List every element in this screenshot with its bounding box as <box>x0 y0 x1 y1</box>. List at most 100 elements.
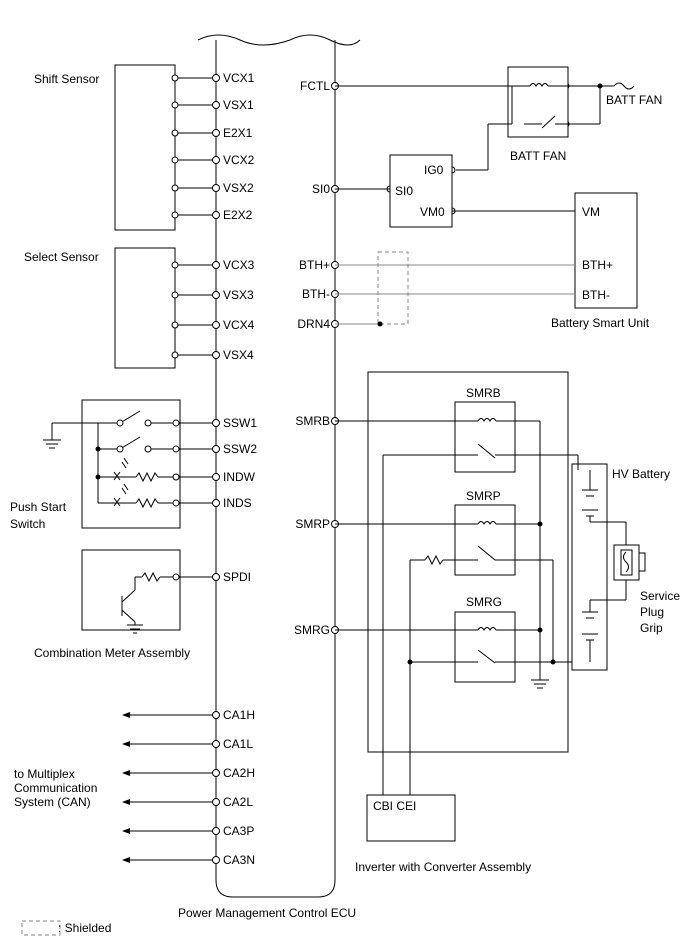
smrg-label: SMRG <box>466 595 502 609</box>
inverter-cbi-cei-box <box>366 794 456 842</box>
terminal-ca2h-pin <box>212 769 220 777</box>
fan-module-pin-ig0: IG0 <box>424 163 444 177</box>
ecu-name: Power Management Control ECU <box>178 906 356 920</box>
terminal-vcx4-label: VCX4 <box>223 318 255 332</box>
push-start-internal-wiring <box>52 410 216 509</box>
terminal-inds-pin <box>212 499 220 507</box>
terminal-smrg-label: SMRG <box>294 623 330 637</box>
shielded-legend-label: : Shielded <box>58 921 111 935</box>
shift-sensor-box <box>114 64 176 231</box>
terminal-ca3p-pin <box>212 827 220 835</box>
connector-pin <box>171 74 179 82</box>
terminal-fctl-label: FCTL <box>300 79 330 93</box>
terminal-vcx4-pin <box>212 321 220 329</box>
combination-meter-wiring <box>121 571 216 634</box>
terminal-ca1h-pin <box>212 711 220 719</box>
connector-pin <box>171 351 179 359</box>
terminal-ssw1-label: SSW1 <box>223 416 257 430</box>
can-arrows <box>122 712 130 863</box>
terminal-vsx4-label: VSX4 <box>223 348 254 362</box>
terminal-ca3n-pin <box>212 856 220 864</box>
connector-pin <box>116 445 124 453</box>
terminal-ca3n-label: CA3N <box>223 853 255 867</box>
terminal-vcx2-label: VCX2 <box>223 153 255 167</box>
terminal-vsx1-label: VSX1 <box>223 98 254 112</box>
terminal-vsx2-pin <box>212 184 220 192</box>
terminal-vsx3-label: VSX3 <box>223 288 254 302</box>
terminal-vsx3-pin <box>212 291 220 299</box>
terminal-ca2l-label: CA2L <box>223 795 253 809</box>
connector-pin <box>171 101 179 109</box>
service-plug-label-1: Service <box>640 589 680 603</box>
ecu-left-terminals: VCX1VSX1E2X1VCX2VSX2E2X2VCX3VSX3VCX4VSX4… <box>212 71 257 867</box>
connector-pin <box>171 291 179 299</box>
can-label-1: to Multiplex <box>14 767 75 781</box>
terminal-spdi-label: SPDI <box>223 570 251 584</box>
ground-symbol-push-start <box>43 423 61 449</box>
terminal-ca1l-label: CA1L <box>223 737 253 751</box>
terminal-ca1h-label: CA1H <box>223 708 255 722</box>
push-start-switch-box <box>81 399 181 529</box>
terminal-vcx3-label: VCX3 <box>223 258 255 272</box>
connector-pin <box>172 499 180 507</box>
terminal-indw-label: INDW <box>223 470 256 484</box>
fan-module-pin-si0: SI0 <box>395 184 413 198</box>
fan-module-box <box>389 154 453 228</box>
terminal-ca1l-pin <box>212 740 220 748</box>
terminal-vcx3-pin <box>212 261 220 269</box>
terminal-bth-label: BTH- <box>302 287 330 301</box>
inverter-pins-label: CBI CEI <box>373 799 416 813</box>
hv-battery-box <box>571 463 608 671</box>
batt-fan-junction <box>597 83 603 89</box>
shift-sensor-label: Shift Sensor <box>34 72 99 86</box>
terminal-indw-pin <box>212 473 220 481</box>
battery-smart-pin-bthm: BTH- <box>582 288 610 302</box>
terminal-vsx2-label: VSX2 <box>223 181 254 195</box>
batt-fan-fuse-label: BATT FAN <box>606 93 662 107</box>
connector-pin <box>144 419 152 427</box>
select-sensor-label: Select Sensor <box>24 250 99 264</box>
terminal-inds-label: INDS <box>223 496 252 510</box>
can-label-3: System (CAN) <box>14 795 91 809</box>
shift-sensor-wires <box>175 77 216 216</box>
terminal-vsx1-pin <box>212 101 220 109</box>
terminal-vsx4-pin <box>212 351 220 359</box>
connector-pin <box>172 419 180 427</box>
smrg-relay-box <box>454 611 516 683</box>
select-sensor-wires <box>175 264 216 356</box>
connector-pin <box>171 261 179 269</box>
hv-battery-label: HV Battery <box>612 467 670 481</box>
hv-battery-cells <box>577 455 627 662</box>
battery-smart-pin-vm: VM <box>582 205 600 219</box>
batt-fan-relay-label: BATT FAN <box>510 149 566 163</box>
terminal-spdi-pin <box>212 573 220 581</box>
smrp-label: SMRP <box>466 489 501 503</box>
smrb-relay-box <box>454 401 516 473</box>
connector-pin <box>116 419 124 427</box>
terminal-smrb-label: SMRB <box>295 414 330 428</box>
terminal-smrp-label: SMRP <box>295 517 330 531</box>
terminal-ssw2-pin <box>212 445 220 453</box>
batt-fan-relay-box <box>507 66 569 138</box>
service-plug-label-2: Plug <box>640 605 664 619</box>
smrp-relay-box <box>454 504 516 576</box>
terminal-ca3p-label: CA3P <box>223 824 254 838</box>
push-start-label-2: Switch <box>10 517 45 531</box>
service-plug-tab <box>638 552 646 572</box>
connector-pin <box>171 184 179 192</box>
can-label-2: Communication <box>14 781 97 795</box>
terminal-bth-plus-label: BTH+ <box>299 258 330 272</box>
shielded-legend-symbol <box>21 920 61 936</box>
terminal-e2x2-pin <box>212 211 220 219</box>
terminal-ssw2-label: SSW2 <box>223 442 257 456</box>
combination-meter-box <box>81 549 181 631</box>
service-plug-label-3: Grip <box>640 621 663 635</box>
shield-symbol <box>377 251 409 325</box>
connector-pin <box>171 156 179 164</box>
terminal-e2x1-pin <box>212 129 220 137</box>
terminal-vcx1-pin <box>212 74 220 82</box>
smr-wiring <box>335 418 590 795</box>
batt-fan-relay-wiring <box>335 82 635 171</box>
